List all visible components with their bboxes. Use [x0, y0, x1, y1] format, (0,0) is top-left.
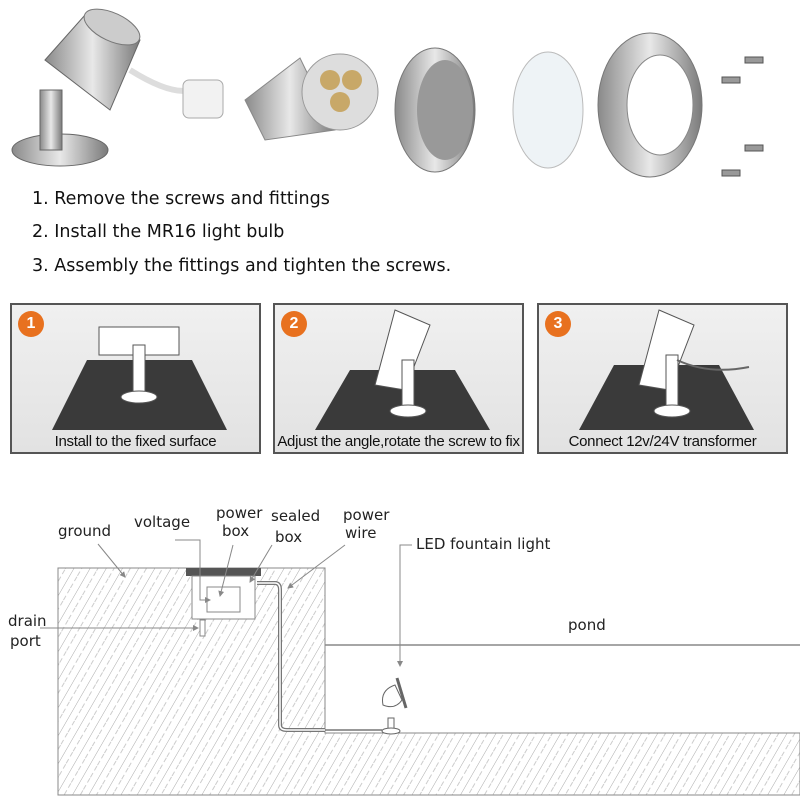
- install-panel-1: 1 Install to the fixed surface: [10, 303, 261, 454]
- label-power-wire: power: [343, 506, 390, 524]
- connect-transformer-illustration: [579, 309, 754, 430]
- drain-port-pipe: [199, 619, 206, 637]
- cover-plate: [597, 32, 703, 178]
- panel-caption: Connect 12v/24V transformer: [568, 433, 757, 450]
- panel-caption: Install to the fixed surface: [54, 433, 217, 450]
- label-led-fountain-light: LED fountain light: [416, 535, 551, 553]
- label-drain-port-2: port: [10, 632, 41, 650]
- label-sealed-box-2: box: [275, 528, 302, 546]
- ground-block: [57, 567, 800, 796]
- panel-caption: Adjust the angle,rotate the screw to fix: [277, 433, 520, 450]
- label-voltage: voltage: [134, 513, 190, 531]
- glass-lens: [512, 51, 584, 169]
- led-fountain-light-icon: [381, 677, 408, 735]
- install-panel-2: 2 Adjust the angle,rotate the screw to f…: [273, 303, 524, 454]
- install-panel-3: 3 Connect 12v/24V transformer: [537, 303, 788, 454]
- mr16-bulb: [128, 53, 379, 141]
- step-badge: 2: [281, 311, 307, 337]
- adjust-angle-illustration: [315, 309, 490, 430]
- label-sealed-box: sealed: [271, 507, 320, 525]
- step-badge: 3: [545, 311, 571, 337]
- label-drain-port: drain: [8, 612, 47, 630]
- voltage-cover: [186, 568, 261, 576]
- label-power-box-2: box: [222, 522, 249, 540]
- label-pond: pond: [568, 616, 606, 634]
- product-parts-photo: [11, 8, 764, 178]
- label-ground: ground: [58, 522, 111, 540]
- step-2-text: 2. Install the MR16 light bulb: [32, 222, 285, 242]
- power-box: [206, 586, 241, 613]
- step-3-text: 3. Assembly the fittings and tighten the…: [32, 256, 452, 276]
- label-power-wire-2: wire: [345, 524, 377, 542]
- step-1-text: 1. Remove the screws and fittings: [32, 189, 330, 209]
- screws: [721, 56, 764, 177]
- step-badge: 1: [18, 311, 44, 337]
- bracket-housing: [11, 8, 141, 167]
- ring: [394, 47, 476, 173]
- label-power-box: power: [216, 504, 263, 522]
- fixed-surface-illustration: [52, 326, 227, 430]
- installation-cross-section: ground voltage power box sealed box powe…: [8, 504, 800, 796]
